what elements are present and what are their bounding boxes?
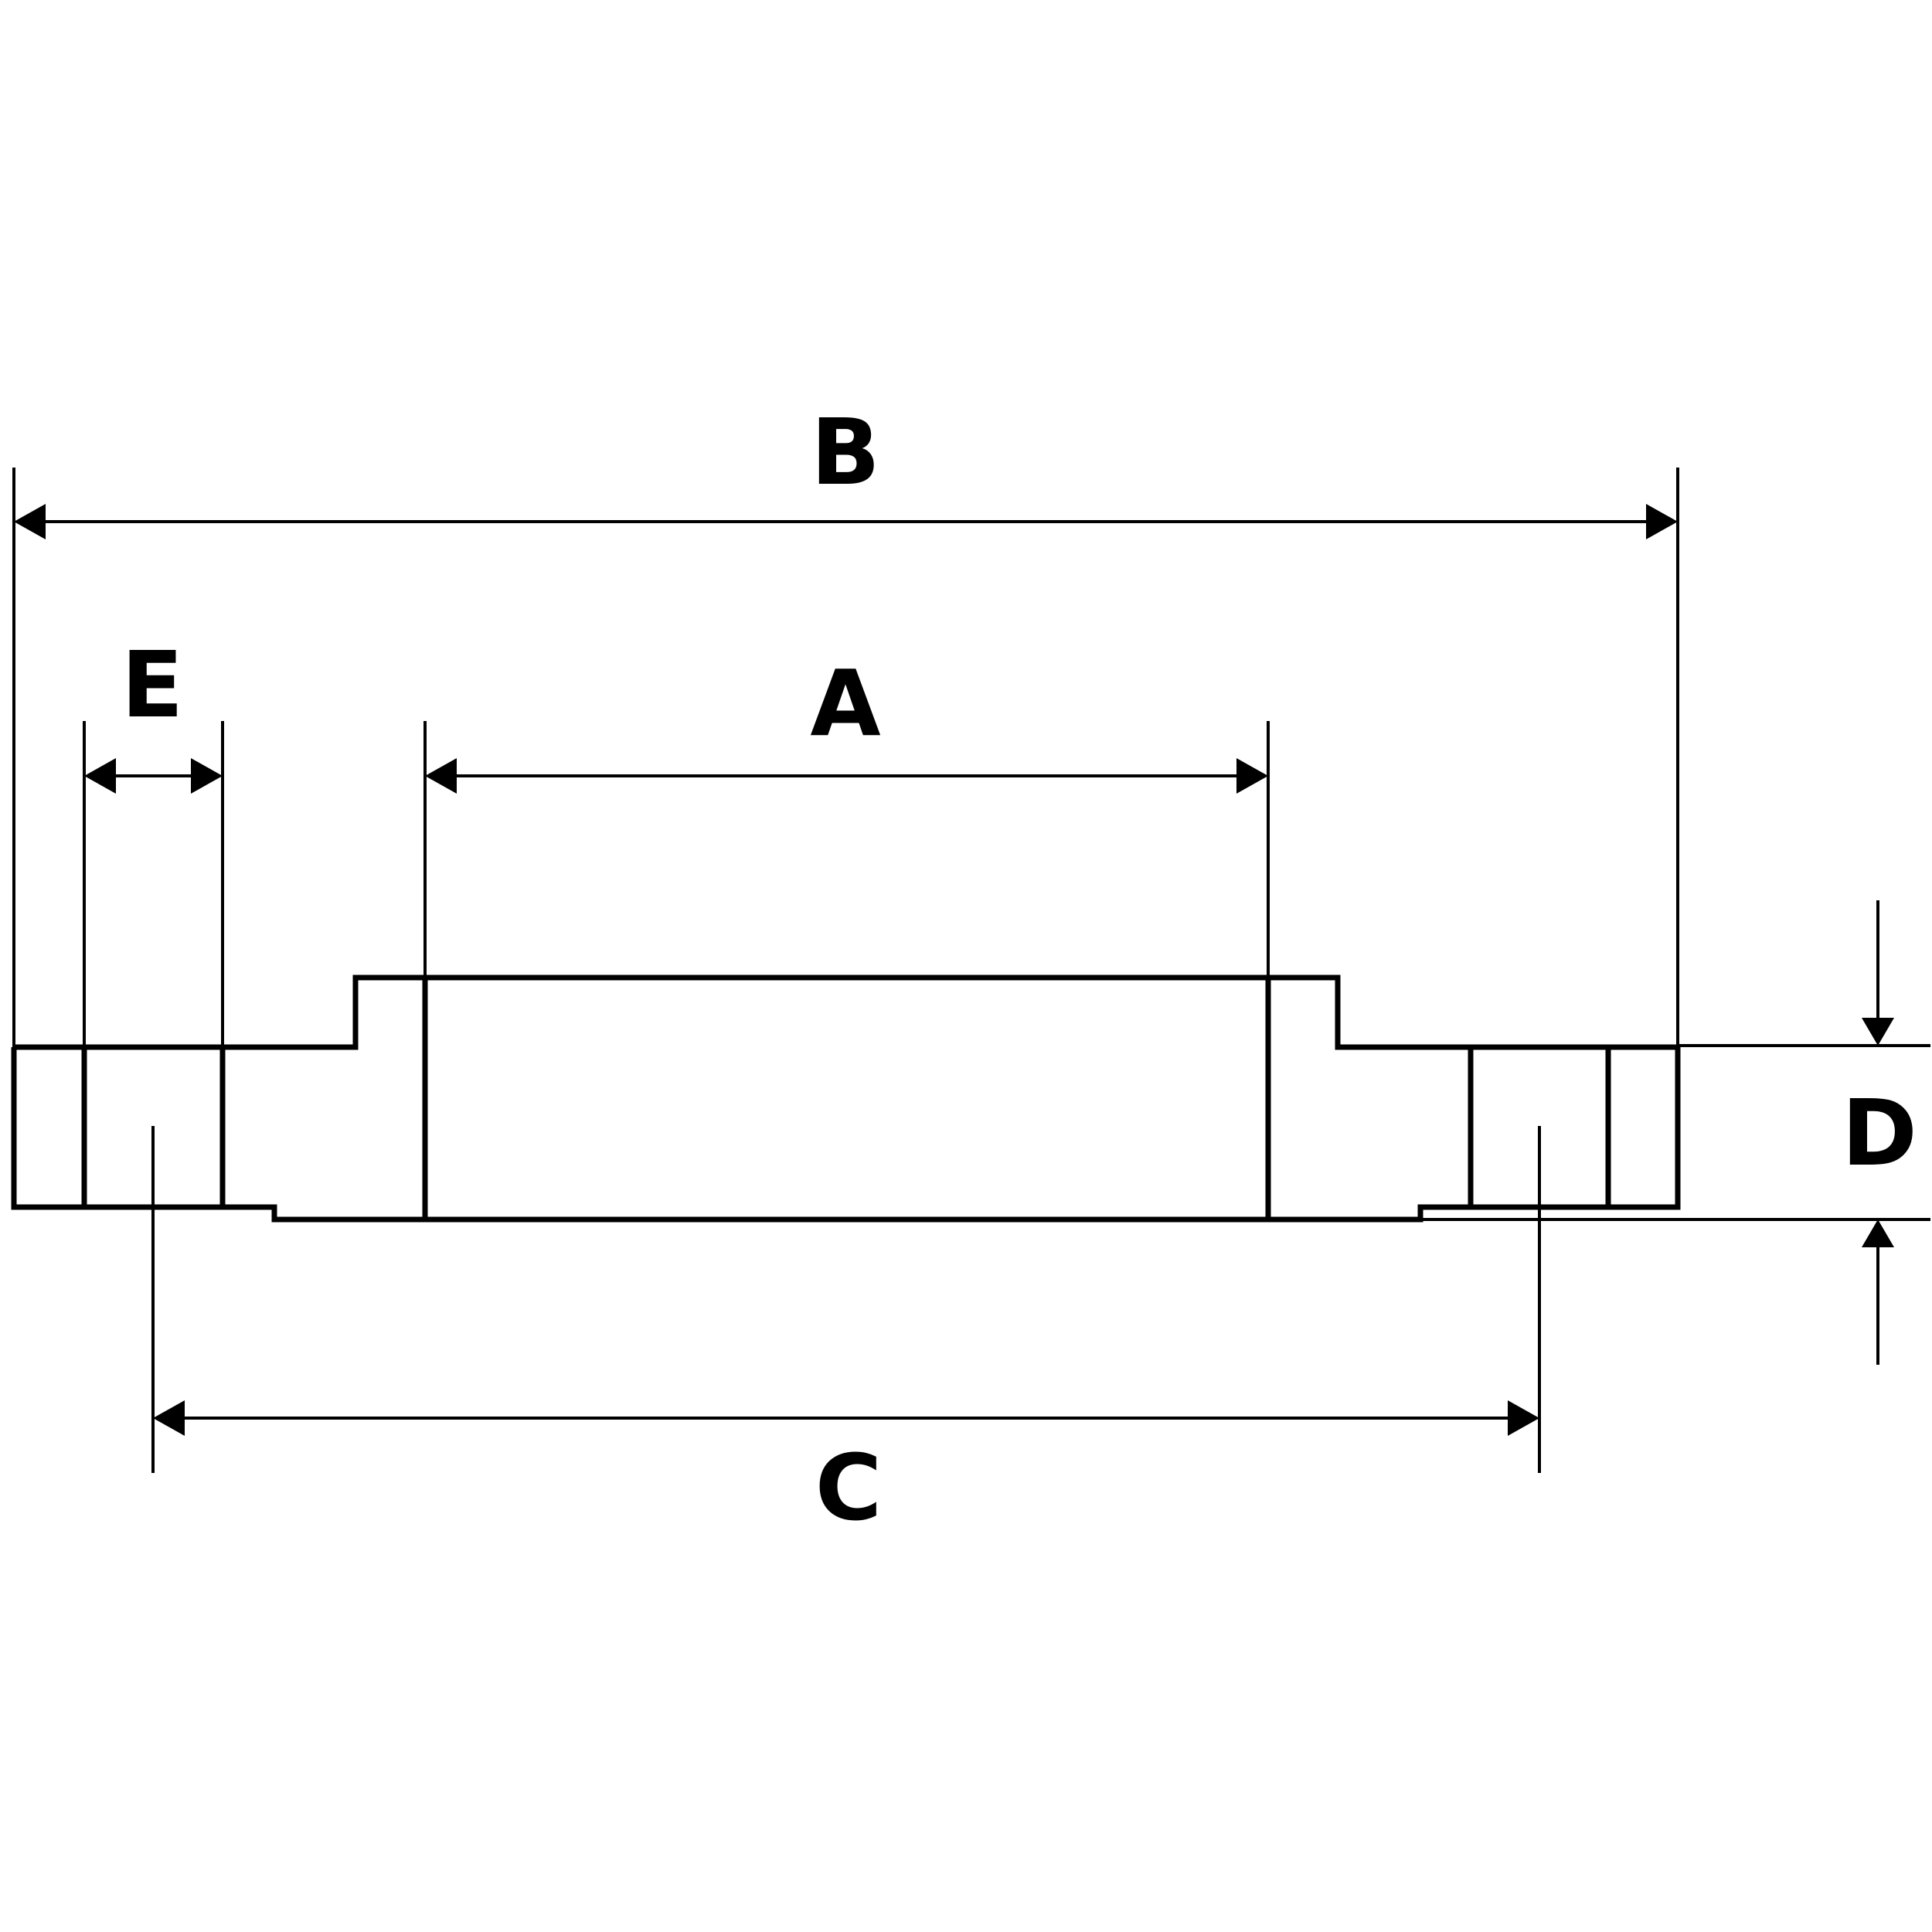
dimension-d-arrow-top [1862,1018,1894,1046]
dimension-c-arrow-left [153,1400,185,1436]
flange-outline [11,975,1681,1223]
flange-section [11,975,1681,1223]
dimension-a-arrow-right [1236,758,1268,794]
dimension-a: A [423,650,1270,978]
dimension-e-arrow-left [84,758,116,794]
dimension-b-arrow-left [14,504,46,539]
dimension-c-label: C [815,1434,883,1541]
dimension-e-label: E [121,631,184,738]
dimension-a-arrow-left [425,758,457,794]
dimension-b: B [12,399,1679,1047]
dimension-d: D [1420,900,1930,1365]
dimension-b-label: B [811,399,880,505]
dimension-a-label: A [810,650,880,757]
dimension-c-arrow-right [1508,1400,1539,1436]
dimension-e: E [83,631,224,1047]
dimension-d-label: D [1842,1080,1917,1186]
dimension-b-arrow-right [1646,504,1678,539]
dimension-e-arrow-right [191,758,223,794]
dimension-c: C [151,1126,1541,1541]
dimension-d-arrow-bottom [1862,1219,1894,1247]
